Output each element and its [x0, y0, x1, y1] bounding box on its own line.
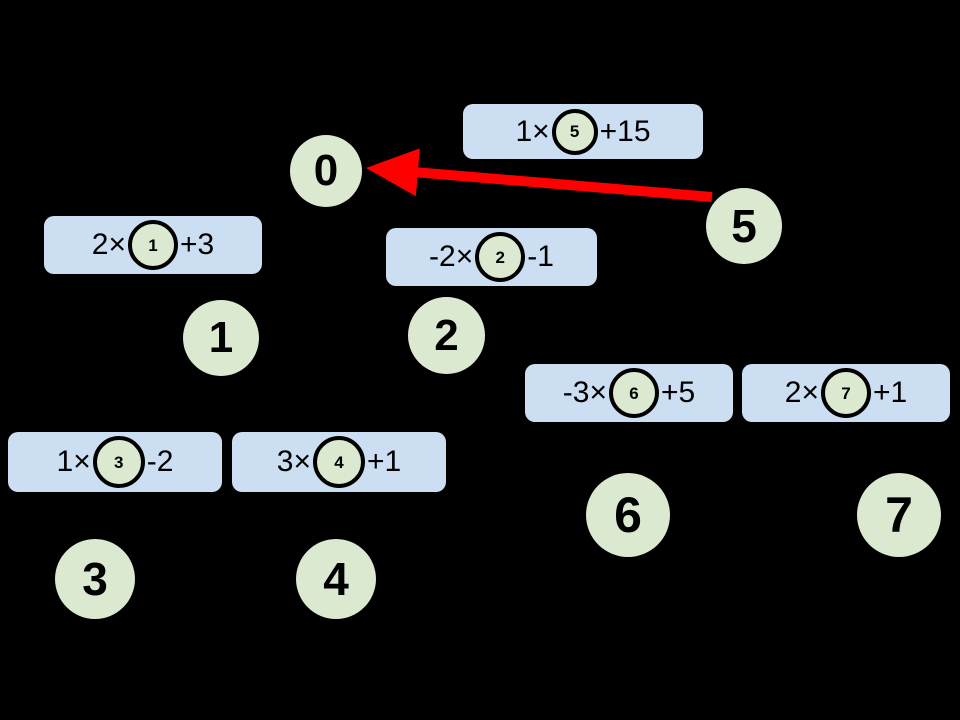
node-4[interactable]: 4	[296, 539, 376, 619]
node-6[interactable]: 6	[586, 473, 670, 557]
node-ref-chip-1: 1	[128, 220, 178, 270]
node-1[interactable]: 1	[183, 300, 259, 376]
label-coefficient: -3×	[562, 376, 607, 409]
label-offset: +1	[873, 376, 908, 409]
label-box-node-2[interactable]: -2× 2 -1	[386, 228, 597, 286]
label-coefficient: 2×	[91, 228, 126, 261]
node-ref-chip-4: 4	[313, 436, 365, 488]
label-coefficient: 2×	[784, 376, 819, 409]
label-coefficient: 1×	[515, 114, 550, 148]
label-coefficient: 1×	[56, 445, 91, 478]
node-ref-chip-7: 7	[821, 368, 871, 418]
label-box-node-6[interactable]: -3× 6 +5	[525, 364, 733, 422]
node-5[interactable]: 5	[706, 188, 782, 264]
node-ref-chip-3: 3	[92, 436, 145, 488]
node-2[interactable]: 2	[408, 297, 485, 374]
label-box-node-3[interactable]: 1× 3 -2	[8, 432, 222, 492]
label-coefficient: 3×	[276, 445, 311, 478]
node-ref-chip-2: 2	[475, 232, 526, 282]
label-offset: -1	[527, 240, 554, 273]
node-7[interactable]: 7	[857, 473, 941, 557]
node-3[interactable]: 3	[55, 539, 135, 619]
label-offset: +1	[367, 445, 402, 478]
label-box-node-4[interactable]: 3× 4 +1	[232, 432, 446, 492]
label-coefficient: -2×	[429, 240, 474, 273]
node-0[interactable]: 0	[290, 135, 362, 207]
node-ref-chip-5: 5	[551, 108, 598, 155]
label-box-node-5[interactable]: 1× 5 +15	[463, 104, 703, 159]
label-offset: -2	[146, 445, 174, 478]
label-offset: +5	[660, 376, 696, 409]
label-offset: +15	[599, 114, 651, 148]
node-ref-chip-6: 6	[608, 368, 659, 418]
label-box-node-7[interactable]: 2× 7 +1	[742, 364, 950, 422]
label-box-node-1[interactable]: 2× 1 +3	[44, 216, 262, 274]
label-offset: +3	[180, 228, 215, 261]
